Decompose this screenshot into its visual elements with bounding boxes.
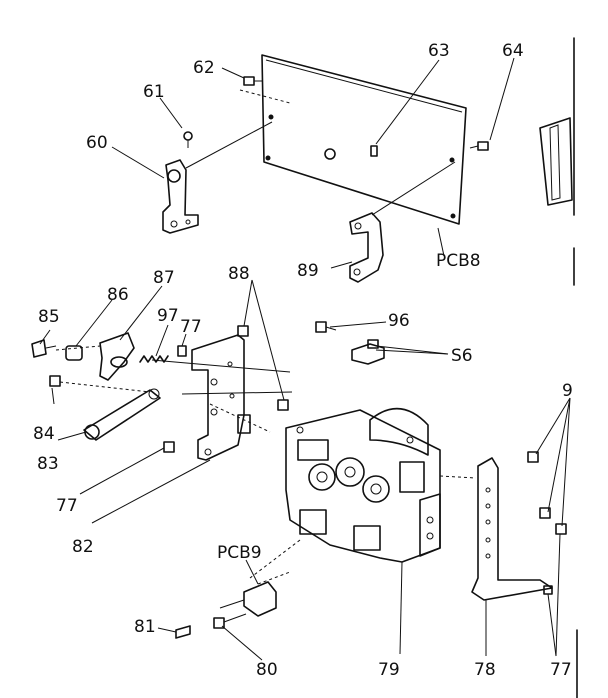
- screw-88-upper: [237, 325, 249, 337]
- bracket-89: [349, 212, 384, 283]
- partial-part-right-edge: [539, 37, 578, 698]
- callout-83: 83: [37, 454, 59, 474]
- screw-61: [183, 131, 193, 148]
- callout-87: 87: [153, 268, 175, 288]
- callout-62: 62: [193, 58, 215, 78]
- screw-right-middle: [539, 507, 551, 519]
- callout-77-bottom: 77: [550, 660, 572, 680]
- callout-86: 86: [107, 285, 129, 305]
- callout-85: 85: [38, 307, 60, 327]
- callout-78: 78: [474, 660, 496, 680]
- screw-77-lower: [163, 441, 175, 453]
- callout-61: 61: [143, 82, 165, 102]
- screw-63: [370, 145, 378, 157]
- bracket-82: [191, 334, 251, 461]
- pcb8-board: [261, 54, 467, 225]
- callout-63: 63: [428, 41, 450, 61]
- callout-77-lower: 77: [56, 496, 78, 516]
- screw-64: [469, 141, 489, 151]
- bracket-78: [471, 457, 553, 601]
- callout-82: 82: [72, 537, 94, 557]
- screw-85: [31, 339, 57, 358]
- screw-77-upper: [177, 345, 187, 357]
- pcb9-board: [219, 571, 291, 617]
- callout-79: 79: [378, 660, 400, 680]
- callout-97: 97: [157, 306, 179, 326]
- callout-9-partial: 9: [562, 381, 573, 401]
- callout-84: 84: [33, 424, 55, 444]
- callout-pcb9: PCB9: [217, 543, 262, 563]
- callout-labels: 60 61 62 63 64 89 PCB8 85 86 87 97 77 88…: [33, 41, 573, 680]
- callout-pcb8: PCB8: [436, 251, 481, 271]
- spacer-86: [55, 345, 101, 361]
- callout-96: 96: [388, 311, 410, 331]
- bracket-60: [162, 159, 199, 234]
- callout-88: 88: [228, 264, 250, 284]
- switch-s6: [351, 339, 385, 365]
- callout-s6: S6: [451, 346, 473, 366]
- lever-87: [99, 332, 135, 381]
- screw-88-lower: [277, 399, 289, 411]
- screw-84: [49, 375, 151, 393]
- screw-right-lower: [555, 523, 567, 535]
- mechanism-assembly-79: [285, 407, 441, 563]
- shaft-80: [213, 613, 247, 629]
- callout-89: 89: [297, 261, 319, 281]
- screw-62: [239, 76, 291, 104]
- callout-77-upper: 77: [180, 317, 202, 337]
- screw-81: [175, 625, 191, 639]
- callout-80: 80: [256, 660, 278, 680]
- screw-96: [315, 321, 337, 333]
- leader-lines: [39, 57, 571, 661]
- shaft-83: [83, 388, 161, 441]
- callout-64: 64: [502, 41, 524, 61]
- screw-right-upper: [527, 451, 539, 463]
- callout-60: 60: [86, 133, 108, 153]
- callout-81: 81: [134, 617, 156, 637]
